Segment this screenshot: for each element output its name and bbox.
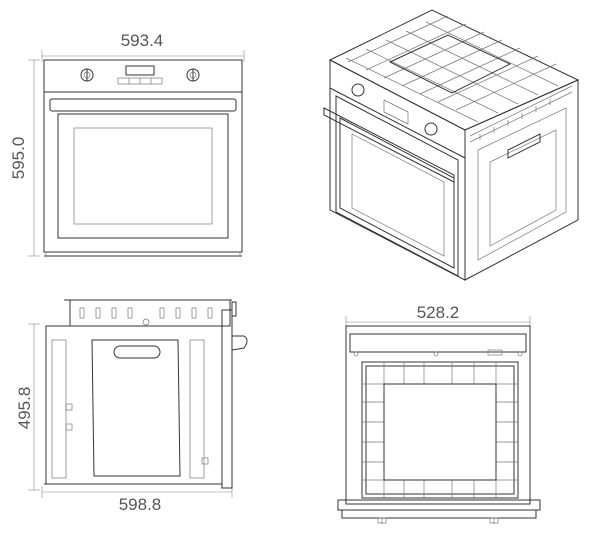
iso-side-handle — [507, 133, 541, 159]
side-height-dimension: 495.8 — [15, 323, 40, 491]
front-width-dimension: 593.4 — [41, 31, 245, 62]
side-height-label: 495.8 — [15, 387, 34, 430]
front-view: 593.4 595.0 — [9, 31, 245, 257]
front-height-dimension: 595.0 — [9, 59, 40, 257]
side-top-slots — [79, 307, 213, 326]
left-knob — [80, 68, 94, 82]
top-width-label: 528.2 — [417, 303, 460, 322]
iso-top-grid — [345, 15, 559, 123]
iso-door-handle — [323, 107, 455, 183]
iso-door — [335, 95, 459, 277]
side-door-handle — [231, 335, 248, 351]
side-body — [45, 325, 223, 485]
top-wire-rack — [361, 361, 519, 499]
iso-left-knob — [351, 83, 365, 97]
top-center-plate — [383, 383, 497, 481]
side-handle-cutout — [113, 345, 161, 359]
top-view: 528.2 — [337, 303, 541, 524]
side-depth-label: 598.8 — [119, 495, 162, 514]
iso-rack-slots — [469, 85, 573, 143]
iso-top-center-plate — [388, 34, 512, 94]
isometric-view — [323, 9, 580, 281]
side-view: 495.8 598.8 — [15, 299, 248, 514]
display-panel — [117, 65, 163, 85]
side-top-rail — [69, 299, 231, 327]
oven-door — [43, 91, 243, 257]
iso-right-knob — [424, 122, 438, 136]
top-body — [345, 325, 531, 505]
control-panel — [43, 59, 243, 93]
right-knob — [186, 68, 200, 82]
side-panel — [91, 339, 181, 477]
iso-display — [383, 99, 409, 125]
iso-door-glass — [339, 117, 455, 269]
door-handle — [49, 98, 237, 112]
iso-side-face — [464, 79, 579, 281]
front-height-label: 595.0 — [9, 137, 28, 180]
side-depth-dimension: 598.8 — [41, 486, 233, 514]
side-door-profile — [221, 309, 233, 489]
top-width-dimension: 528.2 — [345, 303, 531, 328]
front-width-label: 593.4 — [121, 31, 164, 50]
top-door-strip — [337, 499, 541, 511]
